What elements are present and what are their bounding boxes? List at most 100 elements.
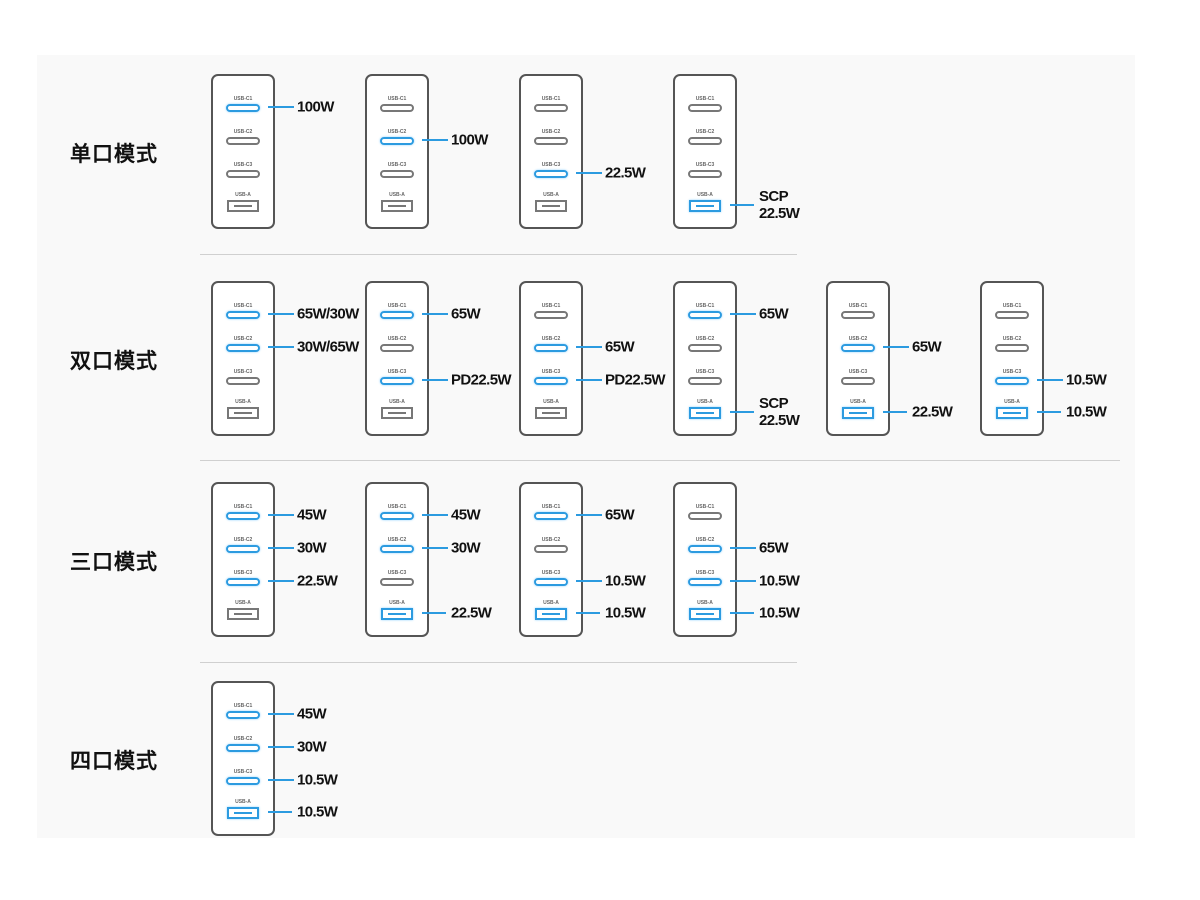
leader-line — [1037, 411, 1061, 413]
leader-line — [268, 580, 294, 582]
port-label: USB-C3 — [233, 162, 253, 168]
usb-a-port — [842, 407, 874, 419]
leader-line — [268, 313, 294, 315]
usb-a-port — [227, 608, 259, 620]
usb-c-port — [380, 344, 414, 352]
leader-line — [422, 514, 448, 516]
usb-c-port — [226, 578, 260, 586]
power-label: 45W — [297, 705, 327, 723]
leader-line — [422, 547, 448, 549]
power-label: 10.5W — [1066, 403, 1107, 421]
usb-c-port — [380, 170, 414, 178]
port-label: USB-C2 — [1002, 336, 1022, 342]
port-label: USB-A — [1004, 399, 1020, 405]
power-label: 65W — [451, 305, 481, 323]
usb-c-port — [688, 578, 722, 586]
usb-c-port — [380, 104, 414, 112]
power-label: 30W — [297, 738, 327, 756]
usb-c-port — [688, 170, 722, 178]
power-label: 45W — [297, 506, 327, 524]
port-label: USB-C3 — [233, 369, 253, 375]
usb-c-port — [226, 137, 260, 145]
usb-c-port — [534, 377, 568, 385]
power-label: 10.5W — [605, 604, 646, 622]
usb-c-port — [688, 377, 722, 385]
power-label: 22.5W — [297, 572, 338, 590]
mode-label: 双口模式 — [70, 350, 158, 373]
usb-a-port — [535, 608, 567, 620]
usb-c-port — [688, 512, 722, 520]
power-label: 10.5W — [759, 604, 800, 622]
leader-line — [883, 346, 909, 348]
port-label: USB-A — [543, 600, 559, 606]
usb-a-port — [227, 407, 259, 419]
mode-label: 三口模式 — [70, 551, 158, 574]
port-label: USB-C3 — [387, 162, 407, 168]
usb-c-port — [688, 137, 722, 145]
power-label: 65W — [759, 305, 789, 323]
port-label: USB-A — [235, 399, 251, 405]
usb-c-port — [688, 545, 722, 553]
usb-c-port — [226, 777, 260, 785]
leader-line — [268, 106, 294, 108]
usb-c-port — [688, 104, 722, 112]
port-label: USB-C1 — [233, 504, 253, 510]
usb-c-port — [380, 512, 414, 520]
power-label: PD22.5W — [605, 371, 666, 389]
usb-c-port — [226, 311, 260, 319]
leader-line — [422, 313, 448, 315]
port-label: USB-C1 — [541, 96, 561, 102]
usb-a-port — [535, 407, 567, 419]
leader-line — [422, 139, 448, 141]
port-label: USB-C1 — [695, 96, 715, 102]
usb-c-port — [226, 545, 260, 553]
port-label: USB-C1 — [233, 96, 253, 102]
usb-c-port — [226, 744, 260, 752]
leader-line — [730, 411, 754, 413]
power-label: 65W — [605, 338, 635, 356]
port-label: USB-C3 — [695, 162, 715, 168]
port-label: USB-C3 — [233, 570, 253, 576]
port-label: USB-C3 — [1002, 369, 1022, 375]
leader-line — [422, 379, 448, 381]
port-label: USB-A — [235, 799, 251, 805]
power-label: PD22.5W — [451, 371, 512, 389]
leader-line — [883, 411, 907, 413]
mode-label: 四口模式 — [70, 750, 158, 773]
usb-a-port — [689, 200, 721, 212]
port-label: USB-C1 — [848, 303, 868, 309]
port-label: USB-C2 — [233, 537, 253, 543]
port-label: USB-C3 — [387, 369, 407, 375]
usb-c-port — [226, 512, 260, 520]
power-label: 10.5W — [297, 803, 338, 821]
port-label: USB-C3 — [695, 369, 715, 375]
usb-c-port — [995, 377, 1029, 385]
leader-line — [576, 172, 602, 174]
leader-line — [576, 379, 602, 381]
mode-label: 单口模式 — [70, 143, 158, 166]
leader-line — [268, 779, 294, 781]
port-label: USB-A — [697, 192, 713, 198]
usb-a-port — [996, 407, 1028, 419]
leader-line — [268, 514, 294, 516]
leader-line — [1037, 379, 1063, 381]
port-label: USB-C3 — [541, 162, 561, 168]
power-label: 10.5W — [759, 572, 800, 590]
port-label: USB-C1 — [233, 303, 253, 309]
port-label: USB-C1 — [233, 703, 253, 709]
usb-c-port — [995, 311, 1029, 319]
port-label: USB-C2 — [541, 537, 561, 543]
port-label: USB-A — [850, 399, 866, 405]
port-label: USB-C1 — [387, 303, 407, 309]
leader-line — [268, 713, 294, 715]
